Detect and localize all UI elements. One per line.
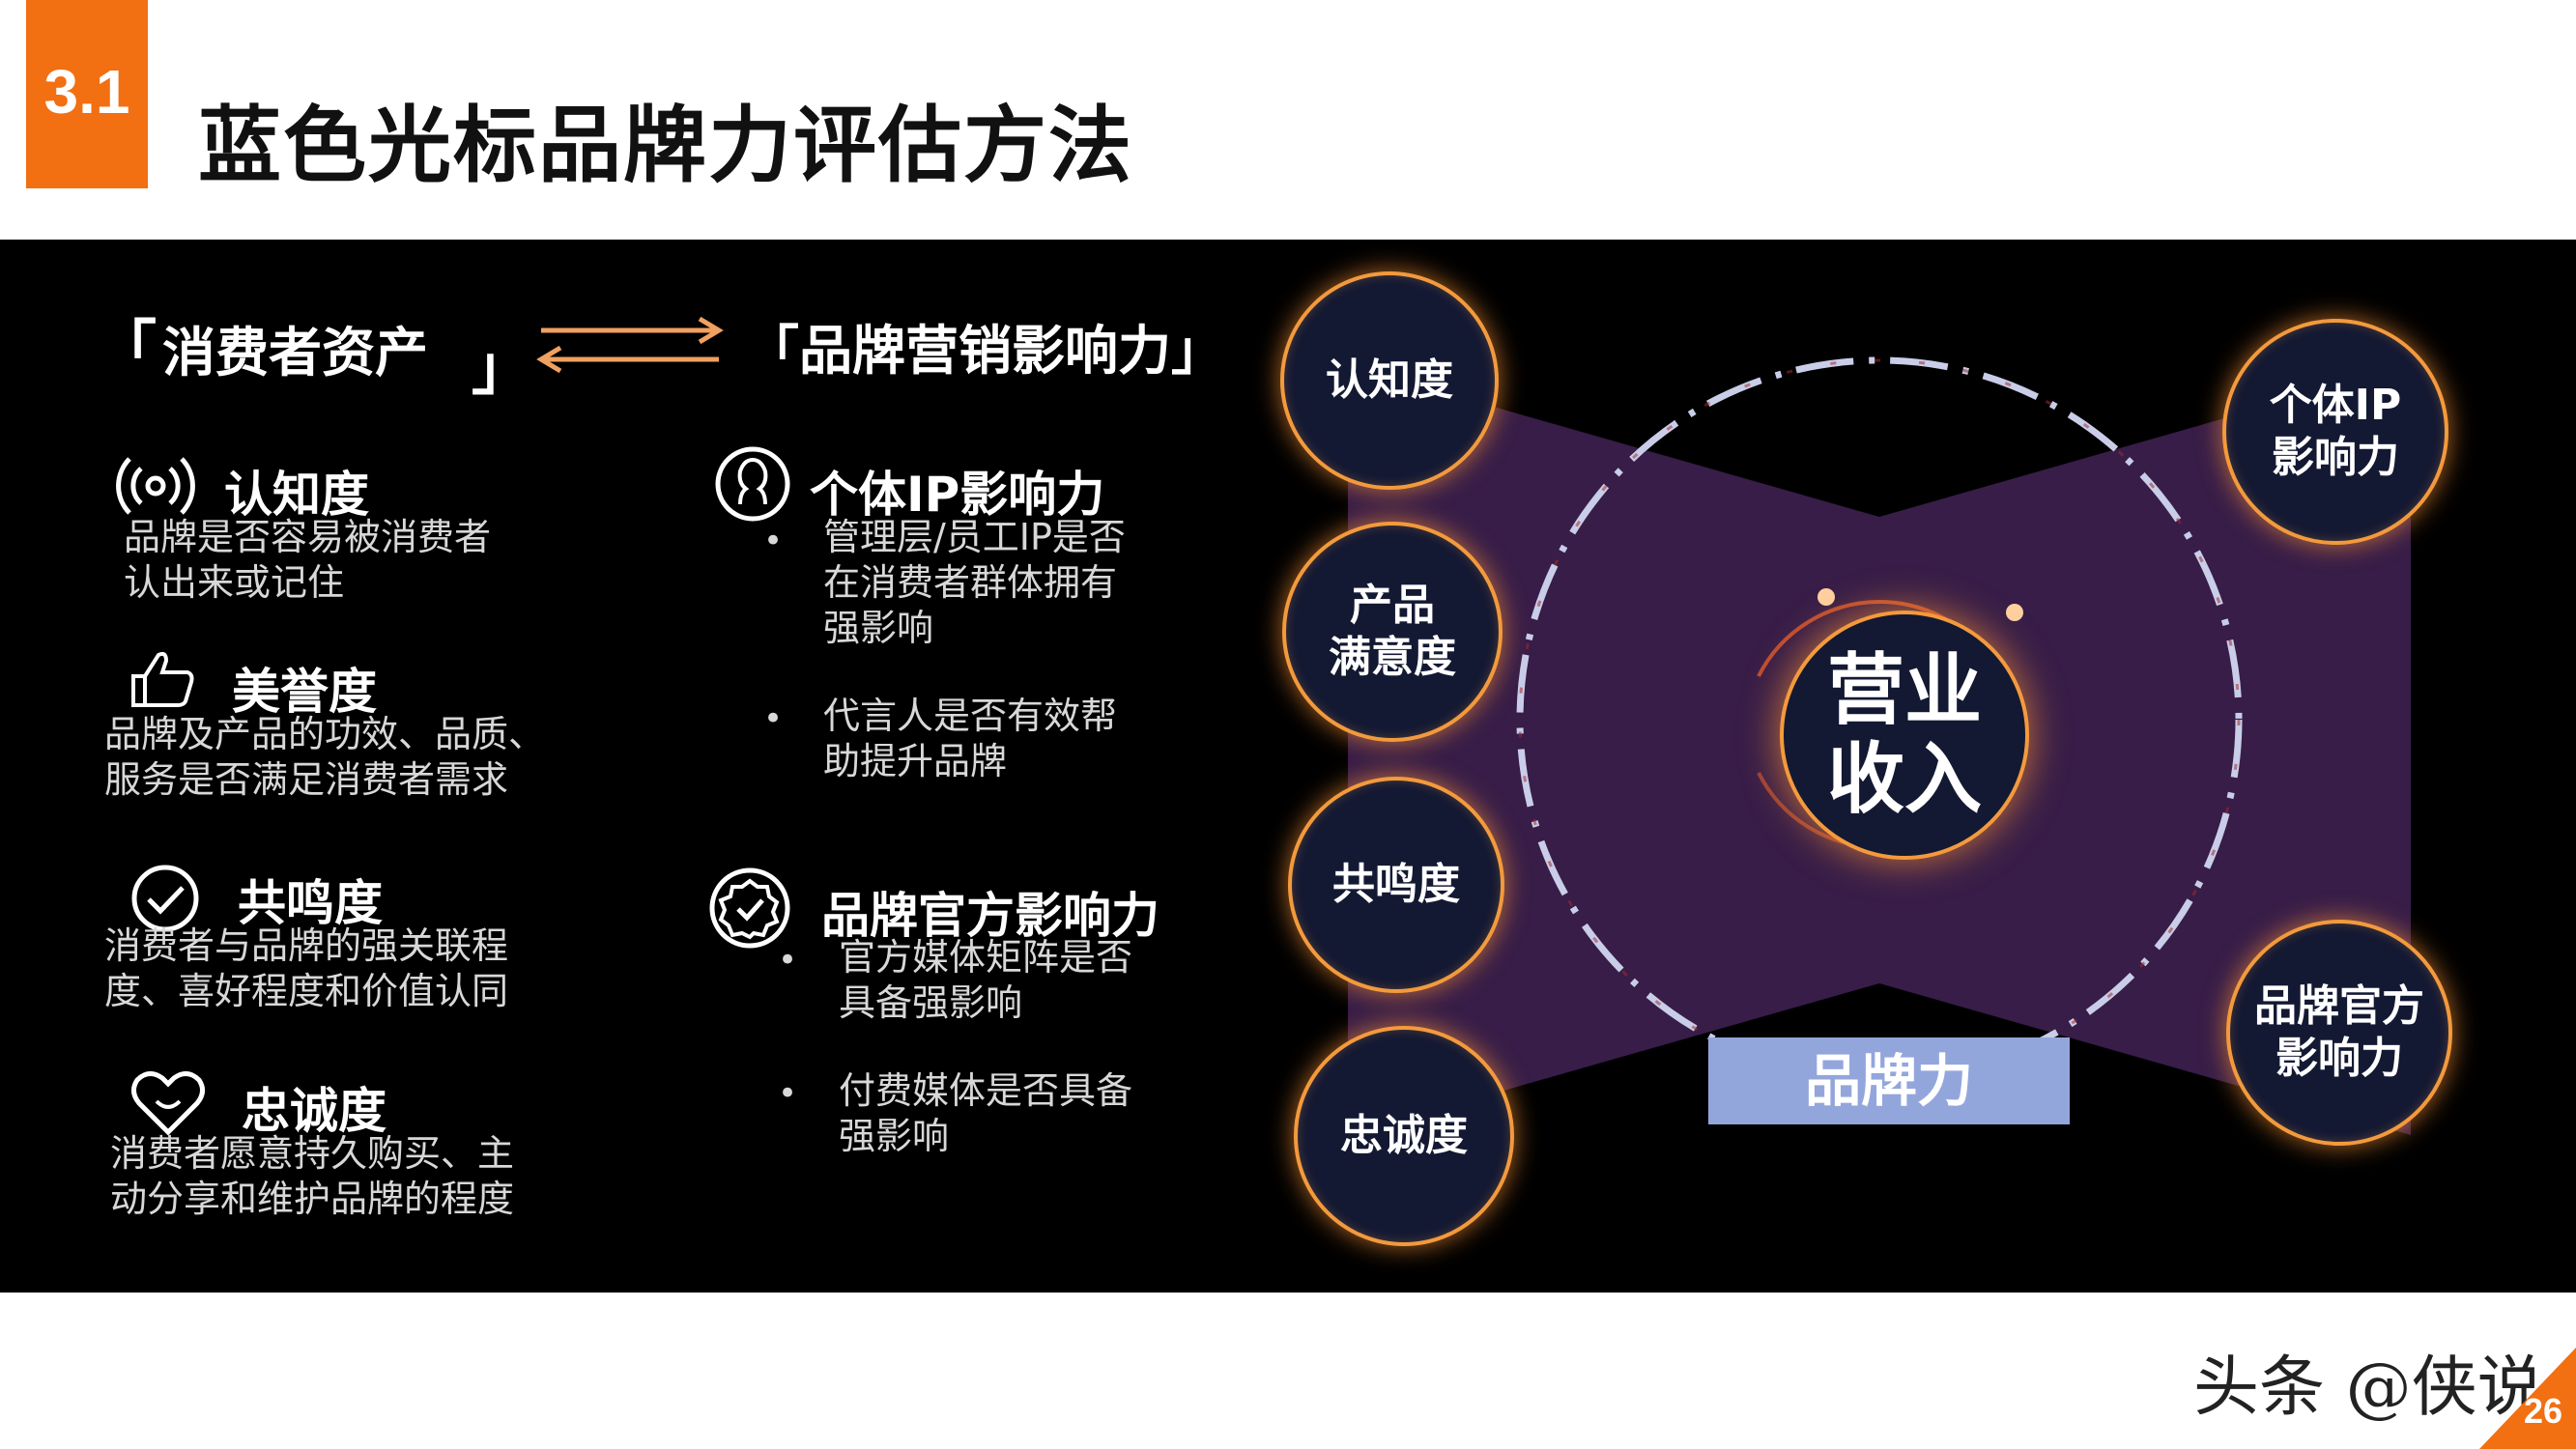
official-influence-bullet-1: 官方媒体矩阵是否 具备强影响 xyxy=(839,936,1133,1024)
revenue-center-node: 营业 收入 xyxy=(1780,611,2029,860)
badge-check-icon xyxy=(709,867,790,949)
page-title: 蓝色光标品牌力评估方法 xyxy=(198,98,1133,194)
official-influence-title: 品牌官方影响力 xyxy=(821,888,1159,944)
node-product-satisfaction: 产品 满意度 xyxy=(1282,522,1503,742)
reputation-desc: 品牌及产品的功效、品质、 服务是否满足消费者需求 xyxy=(104,713,546,801)
check-circle-icon xyxy=(131,865,199,932)
section-number-badge: 3.1 xyxy=(26,0,148,188)
bullet-dot: • xyxy=(763,522,784,560)
individual-ip-bullet-1: 管理层/员工IP是否 在消费者群体拥有 强影响 xyxy=(823,516,1126,649)
node-official-influence: 品牌官方 影响力 xyxy=(2226,920,2452,1146)
exchange-arrows-icon xyxy=(536,316,724,374)
signal-icon xyxy=(116,457,195,515)
individual-ip-bullet-2: 代言人是否有效帮 助提升品牌 xyxy=(823,695,1118,782)
individual-ip-title: 个体IP影响力 xyxy=(810,467,1105,523)
node-resonance: 共鸣度 xyxy=(1288,777,1504,993)
node-individual-ip: 个体IP 影响力 xyxy=(2222,319,2448,545)
official-influence-bullet-2: 付费媒体是否具备 强影响 xyxy=(839,1069,1133,1157)
node-awareness: 认知度 xyxy=(1280,271,1499,490)
ring-glow xyxy=(1518,358,2241,1081)
bullet-dot: • xyxy=(778,941,798,980)
resonance-desc: 消费者与品牌的强关联程 度、喜好程度和价值认同 xyxy=(104,924,509,1012)
user-icon xyxy=(715,446,790,522)
loyalty-title: 忠诚度 xyxy=(242,1083,386,1139)
page-number: 26 xyxy=(2524,1391,2563,1431)
glow-dot xyxy=(1818,588,1835,606)
awareness-title: 认知度 xyxy=(224,467,369,523)
brand-power-label: 品牌力 xyxy=(1708,1037,2070,1124)
watermark: 头条 @侠说 xyxy=(2193,1350,2543,1426)
thumbs-up-icon xyxy=(131,651,194,707)
node-loyalty: 忠诚度 xyxy=(1294,1026,1514,1246)
left-bracket-open: 「 xyxy=(97,313,157,384)
page-corner-triangle xyxy=(2479,1348,2576,1449)
bullet-dot: • xyxy=(778,1074,798,1113)
heart-icon xyxy=(131,1071,205,1136)
bullet-dot: • xyxy=(763,699,784,738)
brand-marketing-title: 「品牌营销影响力」 xyxy=(746,320,1225,382)
reputation-title: 美誉度 xyxy=(232,664,377,720)
glow-dot xyxy=(2006,604,2023,621)
loyalty-desc: 消费者愿意持久购买、主 动分享和维护品牌的程度 xyxy=(110,1132,515,1220)
awareness-desc: 品牌是否容易被消费者 认出来或记住 xyxy=(124,516,492,604)
left-bracket-close: 」 xyxy=(472,332,532,403)
resonance-title: 共鸣度 xyxy=(238,875,383,931)
consumer-asset-title: 消费者资产 xyxy=(162,322,429,384)
